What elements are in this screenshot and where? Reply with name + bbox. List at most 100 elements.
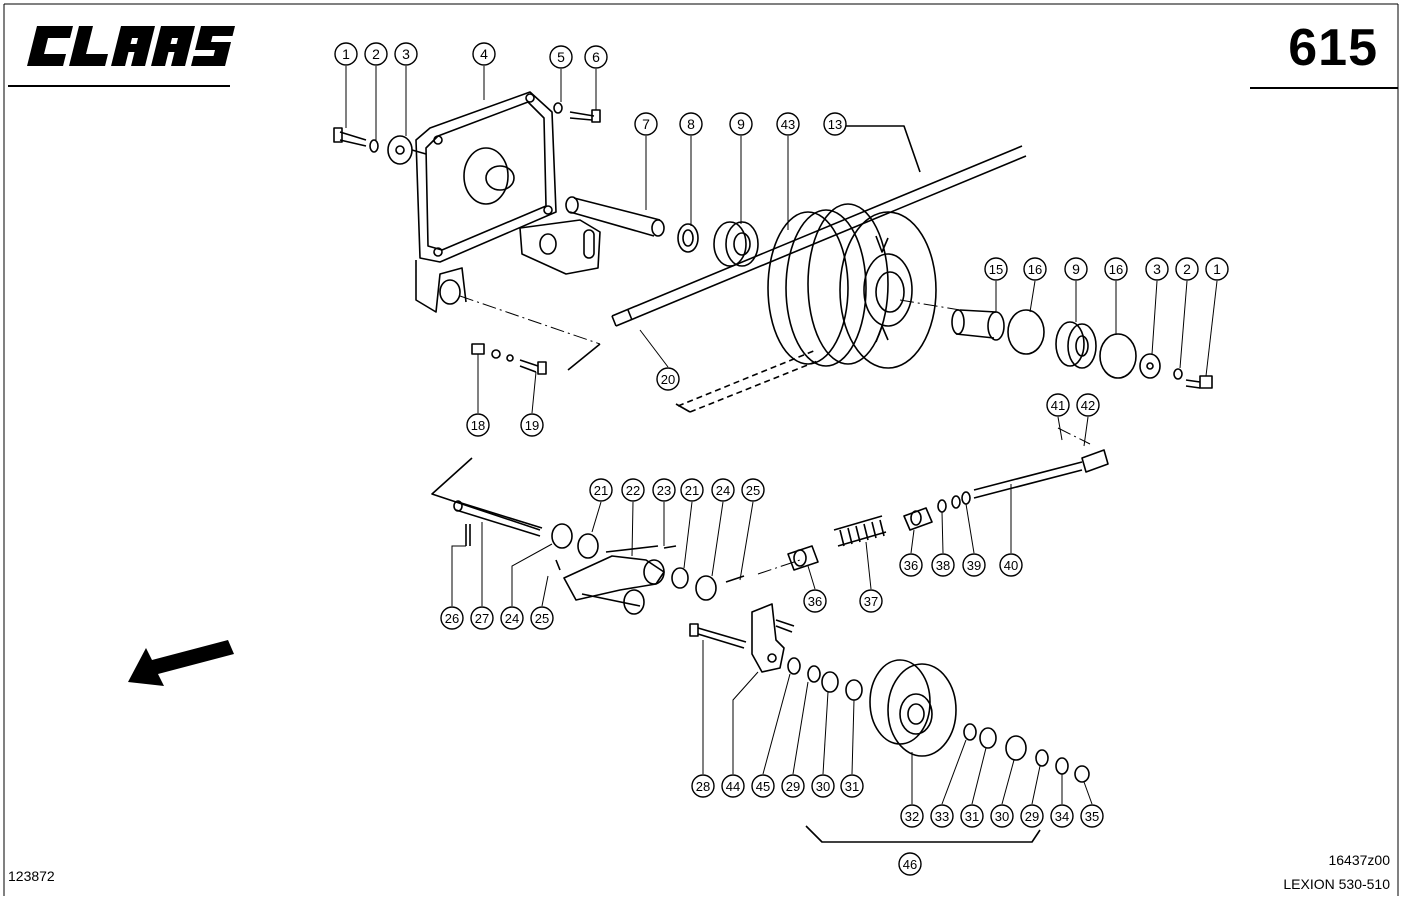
callout-21: 21: [680, 478, 704, 502]
callout-26: 26: [440, 606, 464, 630]
callout-label: 36: [904, 558, 918, 573]
callout-29: 29: [781, 774, 805, 798]
callout-28: 28: [691, 774, 715, 798]
callout-circle: [364, 42, 388, 66]
callout-circle: [899, 553, 923, 577]
callout-16: 16: [1104, 257, 1128, 281]
bearing-9-left: [713, 221, 759, 267]
callout-circle: [741, 478, 765, 502]
callout-27: 27: [470, 606, 494, 630]
callout-label: 1: [342, 46, 350, 62]
callout-20: 20: [656, 367, 680, 391]
leader-cut-line: [567, 343, 601, 371]
callout-label: 3: [402, 46, 410, 62]
callout-circle: [470, 606, 494, 630]
callout-leaders: [345, 66, 1218, 805]
callout-circle: [962, 553, 986, 577]
callout-4: 4: [472, 42, 496, 66]
callout-label: 29: [1025, 809, 1039, 824]
callout-circle: [1104, 257, 1128, 281]
callout-43: 43: [776, 112, 800, 136]
callout-circle: [840, 774, 864, 798]
callout-circle: [1020, 804, 1044, 828]
callout-15: 15: [984, 257, 1008, 281]
callout-label: 32: [905, 809, 919, 824]
callout-label: 25: [746, 483, 760, 498]
callout-36: 36: [803, 589, 827, 613]
pin-26-27: [453, 500, 543, 546]
callout-circle: [634, 112, 658, 136]
callout-22: 22: [621, 478, 645, 502]
callout-label: 38: [936, 558, 950, 573]
callout-39: 39: [962, 553, 986, 577]
callout-circle: [1175, 257, 1199, 281]
callout-circle: [900, 804, 924, 828]
callout-24: 24: [500, 606, 524, 630]
callout-circle: [1076, 393, 1100, 417]
callout-label: 31: [845, 779, 859, 794]
washer-stack-right: [963, 723, 1090, 783]
callout-circle: [472, 42, 496, 66]
callout-label: 2: [372, 46, 380, 62]
callout-circle: [1080, 804, 1104, 828]
callout-46: 46: [898, 852, 922, 876]
callout-label: 23: [657, 483, 671, 498]
callout-circle: [1023, 257, 1047, 281]
callout-circle: [751, 774, 775, 798]
callout-42: 42: [1076, 393, 1100, 417]
callout-circle: [729, 112, 753, 136]
callout-label: 15: [989, 262, 1003, 277]
threaded-rod-40: [937, 449, 1109, 513]
callout-label: 6: [592, 49, 600, 65]
bushing-18-bolt-19: [471, 343, 547, 375]
main-pulley-43: [767, 203, 937, 369]
callout-label: 22: [626, 483, 640, 498]
shaft-7: [565, 196, 665, 237]
callout-label: 37: [864, 594, 878, 609]
callout-label: 41: [1051, 398, 1065, 413]
callout-label: 43: [781, 117, 795, 132]
center-lines: [459, 295, 1091, 575]
callout-9: 9: [1064, 257, 1088, 281]
callout-label: 20: [661, 372, 675, 387]
callout-circle: [1064, 257, 1088, 281]
bracket-plate: [415, 91, 601, 313]
callout-circle: [990, 804, 1014, 828]
callout-18: 18: [466, 413, 490, 437]
callout-label: 30: [995, 809, 1009, 824]
callout-label: 44: [726, 779, 740, 794]
callout-35: 35: [1080, 804, 1104, 828]
callout-label: 21: [594, 483, 608, 498]
callout-circle: [1046, 393, 1070, 417]
callout-circle: [711, 478, 735, 502]
callout-29: 29: [1020, 804, 1044, 828]
callout-label: 3: [1153, 261, 1161, 277]
callout-label: 24: [716, 483, 730, 498]
callout-label: 5: [557, 49, 565, 65]
callout-2: 2: [364, 42, 388, 66]
callout-circle: [984, 257, 1008, 281]
callout-label: 45: [756, 779, 770, 794]
seal-8: [677, 223, 699, 253]
callout-circle: [931, 553, 955, 577]
callout-1: 1: [334, 42, 358, 66]
callout-label: 1: [1213, 261, 1221, 277]
callout-25: 25: [530, 606, 554, 630]
callout-circle: [656, 367, 680, 391]
callout-label: 34: [1055, 809, 1069, 824]
callout-label: 40: [1004, 558, 1018, 573]
callout-9: 9: [729, 112, 753, 136]
callout-25: 25: [741, 478, 765, 502]
callout-label: 4: [480, 46, 488, 62]
callout-circle: [680, 478, 704, 502]
callout-8: 8: [679, 112, 703, 136]
nut-36-left: [787, 545, 819, 571]
claas-logo: [22, 22, 237, 70]
callout-circle: [679, 112, 703, 136]
nut-36-right: [903, 507, 933, 531]
callout-41: 41: [1046, 393, 1070, 417]
leader-cut-line-2: [431, 457, 541, 531]
screw-5-6: [553, 102, 601, 123]
